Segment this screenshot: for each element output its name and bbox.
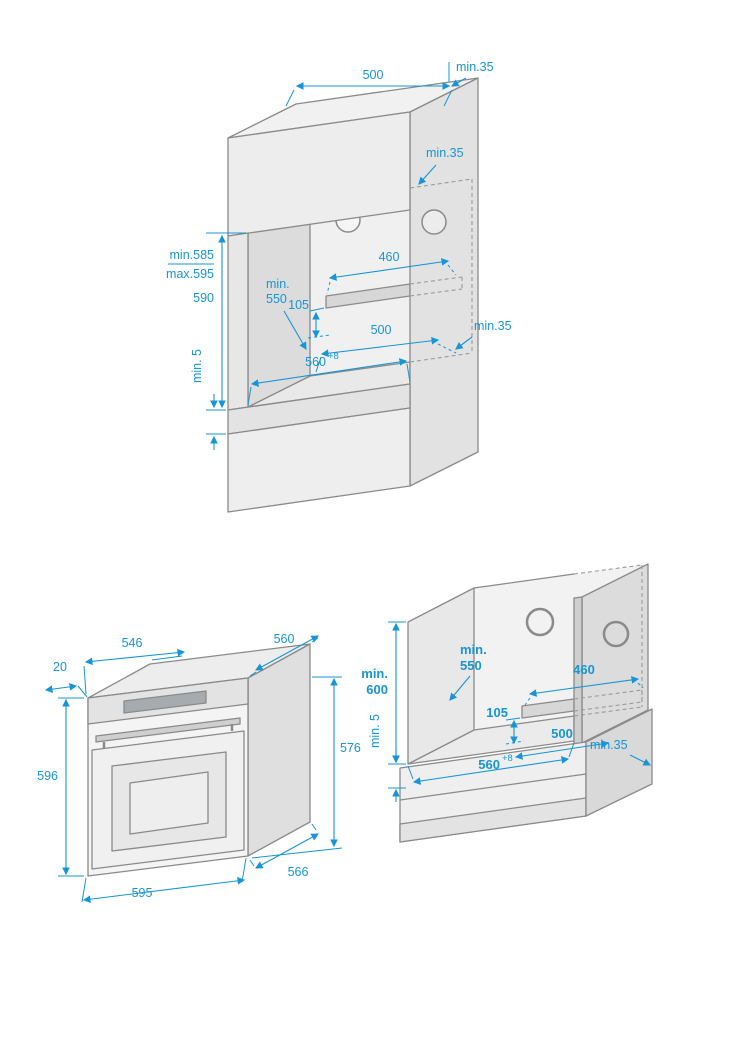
door-glass-inner [129, 771, 209, 835]
dim-height-value-label: 600 [366, 682, 388, 697]
hidden-edge-line [573, 706, 643, 717]
oven-diagram: 546 20 560 576 596 595 566 [37, 632, 361, 904]
side-panel-hole-circle [421, 209, 447, 235]
oven-right-face [247, 643, 311, 857]
extension-line [81, 877, 87, 903]
dim-top-depth-label: 500 [363, 68, 384, 82]
dim-niche-max-height-label: max.595 [166, 267, 214, 281]
dim-top-clearance-label: min.35 [456, 60, 494, 74]
dim-height-word-label: min. [361, 666, 388, 681]
dimension-line [254, 635, 320, 671]
extension-line [524, 697, 531, 706]
extension-line [568, 742, 575, 758]
left-stile [227, 232, 249, 411]
dim-depth-value-label: 550 [460, 658, 482, 673]
dim-vent-offset-label: 105 [288, 298, 309, 312]
niche-left-wall [407, 587, 475, 765]
dim-vent-offset-label: 105 [486, 705, 508, 720]
dim-depth-word-label: min. [460, 642, 487, 657]
dim-body-height-label: 576 [340, 741, 361, 755]
hidden-edge-line [409, 276, 463, 285]
leader-arrow [418, 164, 437, 185]
leader-arrow [455, 336, 473, 350]
dim-opening-width-tol-label: +8 [502, 753, 513, 764]
hidden-edge-line [573, 701, 643, 712]
tall-cabinet-diagram: 500 min.35 min.35 min.585 max.595 590 mi… [166, 60, 512, 513]
dim-opening-width-tol-label: +8 [328, 351, 339, 362]
extension-line [251, 847, 343, 859]
side-panel-hole-circle [602, 620, 630, 648]
dimension-line [254, 833, 320, 869]
dim-oven-top-depth-label: 546 [122, 636, 143, 650]
extension-line [249, 859, 255, 867]
dim-floor-depth-label: 500 [371, 323, 392, 337]
dimension-line [412, 756, 570, 785]
extension-line [443, 89, 453, 107]
dim-opening-width-label: 560 [478, 757, 500, 772]
dim-front-height-label: 596 [37, 769, 58, 783]
dim-depth-value-label: 550 [266, 292, 287, 306]
extension-line [247, 386, 252, 406]
dim-width-label: 595 [132, 886, 153, 900]
base-right-side [585, 708, 653, 817]
hidden-edge-line [409, 352, 473, 363]
niche-back-wall-top-edge [473, 573, 575, 589]
base-front-panel [227, 407, 411, 513]
dim-mid-clearance-label: min.35 [426, 146, 464, 160]
extension-line [311, 823, 317, 831]
dim-vent-width-label: 460 [573, 662, 595, 677]
extension-line [447, 264, 457, 276]
dim-rear-clearance-label: min.35 [474, 319, 512, 333]
dimension-line [514, 740, 610, 760]
dim-bottom-gap-label: min. 5 [190, 349, 204, 383]
dimension-line [320, 336, 440, 358]
vent-hole-circle [525, 607, 555, 637]
dim-vent-width-label: 460 [379, 250, 400, 264]
dimension-line [528, 676, 640, 697]
dim-overhang-label: 20 [53, 660, 67, 674]
display-window [123, 690, 207, 714]
extension-line [285, 89, 295, 107]
extension-line [307, 334, 331, 339]
dim-opening-height-label: 590 [193, 291, 214, 305]
base-cabinet-diagram: min. 600 min. 5 min. 550 460 105 min.35 … [361, 563, 653, 843]
extension-line [77, 685, 88, 698]
extension-line [406, 363, 411, 383]
dimension-line [250, 358, 408, 387]
dim-bottom-gap-label: min. 5 [368, 714, 382, 748]
dim-depth-word-label: min. [266, 277, 290, 291]
extension-line [241, 857, 247, 883]
dim-total-depth-label: 566 [288, 865, 309, 879]
extension-line [407, 765, 414, 780]
leader-arrow [449, 675, 471, 701]
leader-arrow [283, 310, 307, 350]
dimension-line [328, 258, 450, 281]
hidden-edge-line [409, 288, 463, 297]
upper-front-panel [227, 111, 411, 237]
dimension-line [84, 648, 186, 666]
extension-line [326, 281, 331, 295]
door-handle [95, 717, 241, 743]
dim-side-depth-label: 560 [274, 632, 295, 646]
extension-line [309, 307, 325, 312]
extension-line [505, 717, 521, 721]
hidden-edge-line [409, 178, 473, 189]
leader-arrow [450, 77, 467, 87]
extension-line [83, 665, 87, 695]
dimension-line [82, 876, 246, 904]
dimension-line [44, 683, 78, 693]
dim-opening-width-label: 560 [305, 355, 326, 369]
hidden-edge-line [573, 564, 643, 575]
leader-arrow [629, 754, 652, 766]
cabinet-right-panel [409, 77, 479, 487]
extension-line [249, 671, 257, 677]
dim-floor-depth-label: 500 [551, 726, 573, 741]
extension-line [151, 655, 183, 661]
dim-niche-min-height-label: min.585 [170, 248, 215, 262]
